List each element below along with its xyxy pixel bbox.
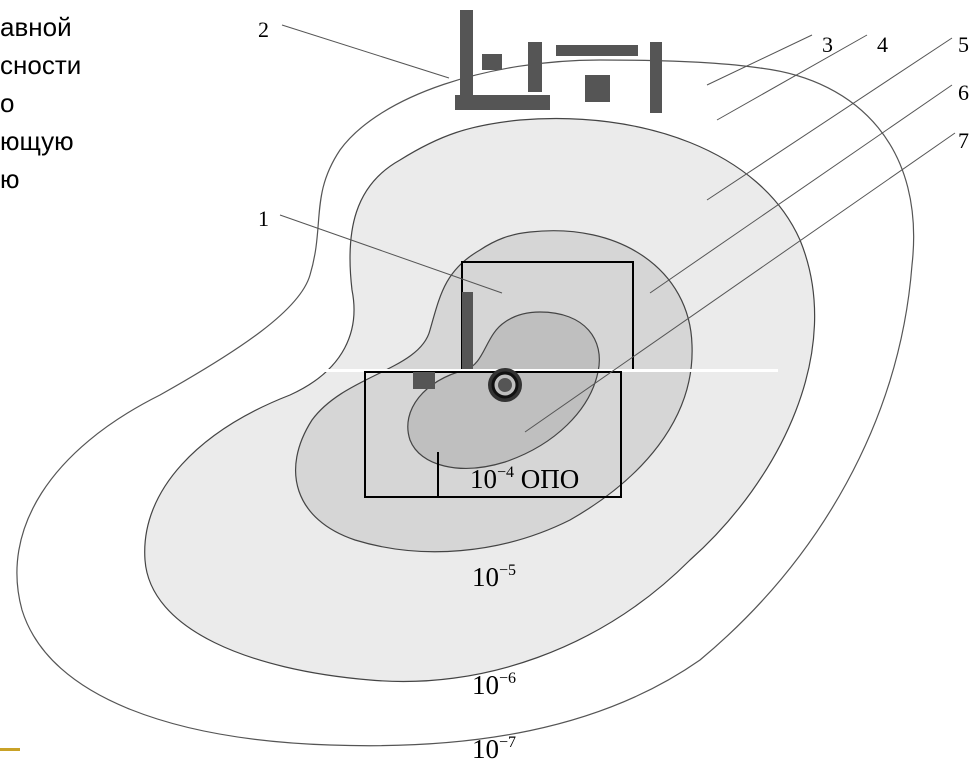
building bbox=[528, 42, 542, 92]
residential-buildings bbox=[455, 10, 662, 113]
leader-line-1 bbox=[279, 214, 503, 294]
building bbox=[455, 95, 550, 110]
callout-4: 4 bbox=[877, 32, 888, 57]
building bbox=[482, 54, 502, 70]
building bbox=[556, 45, 638, 56]
risk-level-4-exp: −4 bbox=[497, 464, 514, 481]
leader-line-5 bbox=[706, 37, 953, 201]
risk-level-6-base: 10 bbox=[472, 670, 499, 700]
building bbox=[460, 10, 473, 95]
callout-6: 6 bbox=[958, 80, 969, 105]
risk-level-6-exp: −6 bbox=[499, 670, 516, 687]
leader-lines bbox=[279, 24, 956, 433]
risk-level-5-base: 10 bbox=[472, 562, 499, 592]
leader-line-6 bbox=[649, 84, 953, 294]
boundary-wall bbox=[462, 292, 473, 372]
side-text-line: ю bbox=[0, 164, 20, 194]
enterprise-boundary-lower bbox=[364, 371, 622, 498]
risk-level-7-base: 10 bbox=[472, 734, 499, 764]
risk-level-5-label: 10−5 bbox=[472, 562, 516, 592]
callout-3: 3 bbox=[822, 32, 833, 57]
leader-line-3 bbox=[706, 34, 813, 86]
callout-1: 1 bbox=[258, 206, 269, 231]
risk-level-4-label: 10−4 ОПО bbox=[470, 464, 579, 494]
side-text: авной сности о ющую ю bbox=[0, 8, 81, 198]
risk-level-5-exp: −5 bbox=[499, 562, 516, 579]
risk-level-4-base: 10 bbox=[470, 464, 497, 494]
leader-line-4 bbox=[716, 34, 868, 121]
risk-level-7-exp: −7 bbox=[499, 734, 516, 751]
callout-2: 2 bbox=[258, 17, 269, 42]
side-text-line: о bbox=[0, 88, 15, 118]
offset-seam bbox=[268, 369, 778, 372]
small-building bbox=[413, 372, 435, 389]
risk-level-6-label: 10−6 bbox=[472, 670, 516, 700]
side-text-line: сности bbox=[0, 50, 82, 80]
accent-bar bbox=[0, 748, 20, 751]
side-text-line: авной bbox=[0, 12, 72, 42]
callout-7: 7 bbox=[958, 128, 969, 153]
side-text-line: ющую bbox=[0, 126, 74, 156]
risk-level-7-label: 10−7 bbox=[472, 734, 516, 764]
leader-line-7 bbox=[524, 132, 956, 433]
building bbox=[585, 75, 610, 102]
hazard-source-core bbox=[498, 378, 512, 392]
leader-line-2 bbox=[281, 24, 450, 79]
building bbox=[650, 42, 662, 113]
callout-5: 5 bbox=[958, 32, 969, 57]
risk-level-4-suffix: ОПО bbox=[514, 464, 579, 494]
